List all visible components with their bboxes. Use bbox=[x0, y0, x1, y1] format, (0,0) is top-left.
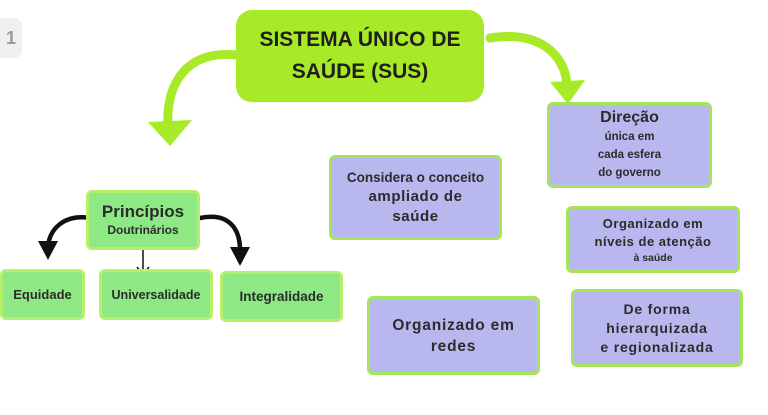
direcao-line-3: do governo bbox=[598, 167, 661, 179]
considera-box: Considera o conceito ampliado de saúde bbox=[329, 155, 502, 240]
direcao-box: Direção única em cada esfera do governo bbox=[547, 102, 712, 188]
direcao-line-1: única em bbox=[604, 131, 655, 143]
principle-universalidade: Universalidade bbox=[99, 269, 213, 320]
page-number-badge: 1 bbox=[0, 18, 22, 58]
principle-label: Universalidade bbox=[111, 287, 201, 302]
hier-line-2: hierarquizada bbox=[606, 319, 708, 336]
principios-box: Princípios Doutrinários bbox=[86, 190, 200, 250]
black-arrow-integralidade bbox=[197, 214, 243, 253]
redes-line-2: redes bbox=[430, 337, 477, 355]
title-line-2: SAÚDE (SUS) bbox=[291, 60, 429, 83]
green-arrowhead-right bbox=[550, 80, 585, 104]
green-arrowhead-left bbox=[148, 120, 192, 146]
principle-equidade: Equidade bbox=[0, 269, 85, 320]
niveis-box: Organizado em níveis de atenção à saúde bbox=[566, 206, 740, 273]
principios-title: Princípios bbox=[101, 202, 185, 221]
redes-line-1: Organizado em bbox=[392, 316, 515, 334]
principle-label: Equidade bbox=[13, 287, 72, 302]
black-arrow-equidade bbox=[45, 215, 93, 249]
title-line-1: SISTEMA ÚNICO DE bbox=[259, 28, 461, 51]
considera-line-3: saúde bbox=[392, 208, 439, 225]
direcao-line-2: cada esfera bbox=[597, 149, 662, 161]
niveis-line-3: à saúde bbox=[633, 251, 673, 264]
green-arrow-right bbox=[485, 32, 572, 90]
green-arrow-left bbox=[163, 49, 241, 133]
hierarquizada-box: De forma hierarquizada e regionalizada bbox=[571, 289, 743, 367]
direcao-heading: Direção bbox=[600, 109, 659, 126]
redes-box: Organizado em redes bbox=[367, 296, 540, 375]
principios-subtitle: Doutrinários bbox=[107, 223, 179, 237]
considera-line-2: ampliado de bbox=[368, 188, 463, 205]
black-arrowhead-equidade bbox=[38, 241, 58, 260]
main-title-box: SISTEMA ÚNICO DE SAÚDE (SUS) bbox=[236, 10, 484, 102]
principle-label: Integralidade bbox=[239, 289, 324, 304]
black-arrowhead-integralidade bbox=[230, 247, 250, 266]
hier-line-1: De forma bbox=[623, 300, 691, 317]
principle-integralidade: Integralidade bbox=[220, 271, 343, 322]
hier-line-3: e regionalizada bbox=[600, 338, 714, 355]
considera-line-1: Considera o conceito bbox=[346, 170, 485, 185]
niveis-line-2: níveis de atenção bbox=[594, 233, 712, 249]
niveis-line-1: Organizado em bbox=[602, 215, 704, 231]
